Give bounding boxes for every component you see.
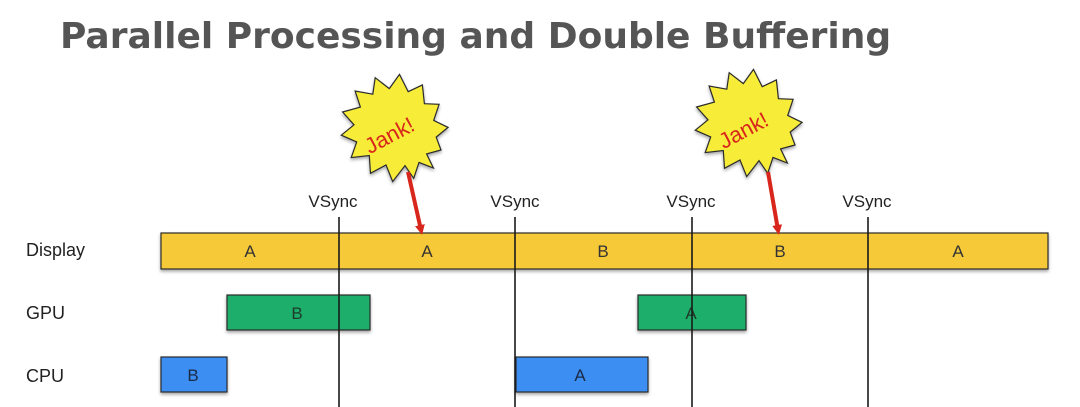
display-bar bbox=[160, 232, 1049, 270]
row-label-gpu: GPU bbox=[26, 303, 65, 323]
display-frame-label: B bbox=[597, 242, 608, 261]
gpu-block-label: B bbox=[291, 304, 302, 323]
row-label-cpu: CPU bbox=[26, 366, 64, 386]
vsync-label: VSync bbox=[490, 192, 540, 211]
cpu-block bbox=[515, 356, 649, 393]
jank-starburst-icon bbox=[340, 73, 450, 183]
jank-arrow bbox=[766, 171, 783, 235]
cpu-block-label: B bbox=[187, 366, 198, 385]
cpu-block-label: A bbox=[574, 366, 586, 385]
display-bar-background bbox=[160, 232, 1049, 270]
jank-callout: Jank! bbox=[340, 73, 450, 235]
page-title: Parallel Processing and Double Buffering bbox=[60, 16, 891, 57]
vsync-label: VSync bbox=[842, 192, 892, 211]
row-label-display: Display bbox=[26, 240, 85, 260]
jank-callout: Jank! bbox=[694, 68, 804, 235]
display-frame-label: A bbox=[421, 242, 433, 261]
gpu-block bbox=[226, 294, 371, 331]
display-frame-label: A bbox=[952, 242, 964, 261]
display-frame-label: A bbox=[244, 242, 256, 261]
jank-arrow bbox=[406, 171, 425, 235]
cpu-block bbox=[160, 356, 228, 393]
display-frame-label: B bbox=[774, 242, 785, 261]
jank-starburst-icon bbox=[694, 68, 804, 178]
vsync-label: VSync bbox=[308, 192, 358, 211]
vsync-label: VSync bbox=[666, 192, 716, 211]
